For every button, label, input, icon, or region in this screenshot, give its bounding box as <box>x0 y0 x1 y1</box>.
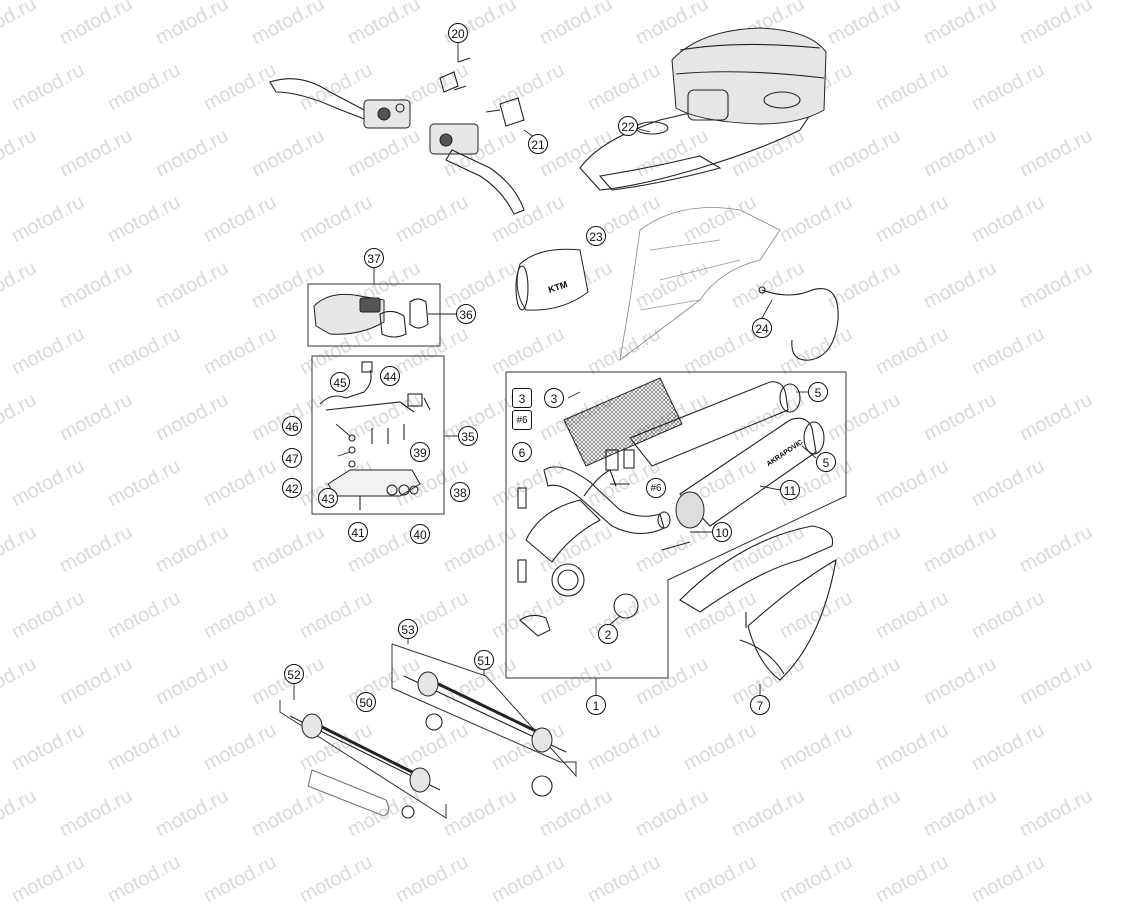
callout-24[interactable]: 24 <box>752 318 772 338</box>
security-cable <box>758 286 839 361</box>
callout-22[interactable]: 22 <box>618 116 638 136</box>
callout-40[interactable]: 40 <box>410 524 430 544</box>
callout-21[interactable]: 21 <box>528 134 548 154</box>
watermark-text: motod.ru <box>104 850 185 908</box>
callout-43[interactable]: 43 <box>318 488 338 508</box>
watermark-text: motod.ru <box>776 850 857 908</box>
clutch-lever-assembly <box>269 57 471 129</box>
callout-53[interactable]: 53 <box>398 619 418 639</box>
callout-44[interactable]: 44 <box>380 366 400 386</box>
callout-6-tag[interactable]: #6 <box>646 478 666 498</box>
watermark-text: motod.ru <box>296 850 377 908</box>
watermark-text: motod.ru <box>872 850 953 908</box>
frame-outline <box>619 207 781 361</box>
header-pipes <box>525 466 665 563</box>
callout-41[interactable]: 41 <box>348 522 368 542</box>
crash-bar-upper <box>403 671 567 797</box>
callout-52[interactable]: 52 <box>284 664 304 684</box>
callout-3-box[interactable]: 3 <box>512 388 532 408</box>
watermark-text: motod.ru <box>584 850 665 908</box>
callout-6-box[interactable]: #6 <box>512 410 532 430</box>
callout-39[interactable]: 39 <box>410 442 430 462</box>
watermark-text: motod.ru <box>8 850 89 908</box>
callout-2[interactable]: 2 <box>598 624 618 644</box>
callout-38[interactable]: 38 <box>450 482 470 502</box>
diagram-drawing <box>269 27 847 819</box>
pouch <box>515 248 589 311</box>
callout-1[interactable]: 1 <box>586 695 606 715</box>
parts-diagram: motod.ru motod.ru motod.ru motod.ru motod.ru… <box>0 0 1096 907</box>
callout-51[interactable]: 51 <box>474 650 494 670</box>
callout-23[interactable]: 23 <box>586 226 606 246</box>
callout-7[interactable]: 7 <box>750 695 770 715</box>
callout-5-upper[interactable]: 5 <box>808 382 828 402</box>
callout-36[interactable]: 36 <box>456 304 476 324</box>
watermark-text: motod.ru <box>392 850 473 908</box>
tank-bag <box>579 27 827 191</box>
callout-50[interactable]: 50 <box>356 692 376 712</box>
callout-35[interactable]: 35 <box>458 426 478 446</box>
callout-20[interactable]: 20 <box>448 23 468 43</box>
callout-5-lower[interactable]: 5 <box>816 452 836 472</box>
wiring-kit <box>319 361 431 510</box>
silencer-upper <box>629 381 801 467</box>
silencer-lower <box>675 417 825 529</box>
watermark-text: motod.ru <box>968 850 1049 908</box>
crash-bar-lower <box>289 713 441 819</box>
callout-3[interactable]: 3 <box>544 388 564 408</box>
heat-shield <box>679 525 837 681</box>
lock-set <box>313 293 429 338</box>
callout-47[interactable]: 47 <box>282 448 302 468</box>
heat-shield-mat <box>563 377 683 467</box>
callout-45[interactable]: 45 <box>330 372 350 392</box>
watermark-text: motod.ru <box>200 850 281 908</box>
brake-lever-assembly <box>429 97 525 215</box>
callout-42[interactable]: 42 <box>282 478 302 498</box>
callout-46[interactable]: 46 <box>282 416 302 436</box>
callout-11[interactable]: 11 <box>780 480 800 500</box>
callout-10[interactable]: 10 <box>712 522 732 542</box>
callout-6[interactable]: 6 <box>512 442 532 462</box>
callout-37[interactable]: 37 <box>364 248 384 268</box>
watermark-text: motod.ru <box>680 850 761 908</box>
clamps-and-sensors <box>517 449 691 637</box>
watermark-text: motod.ru <box>488 850 569 908</box>
